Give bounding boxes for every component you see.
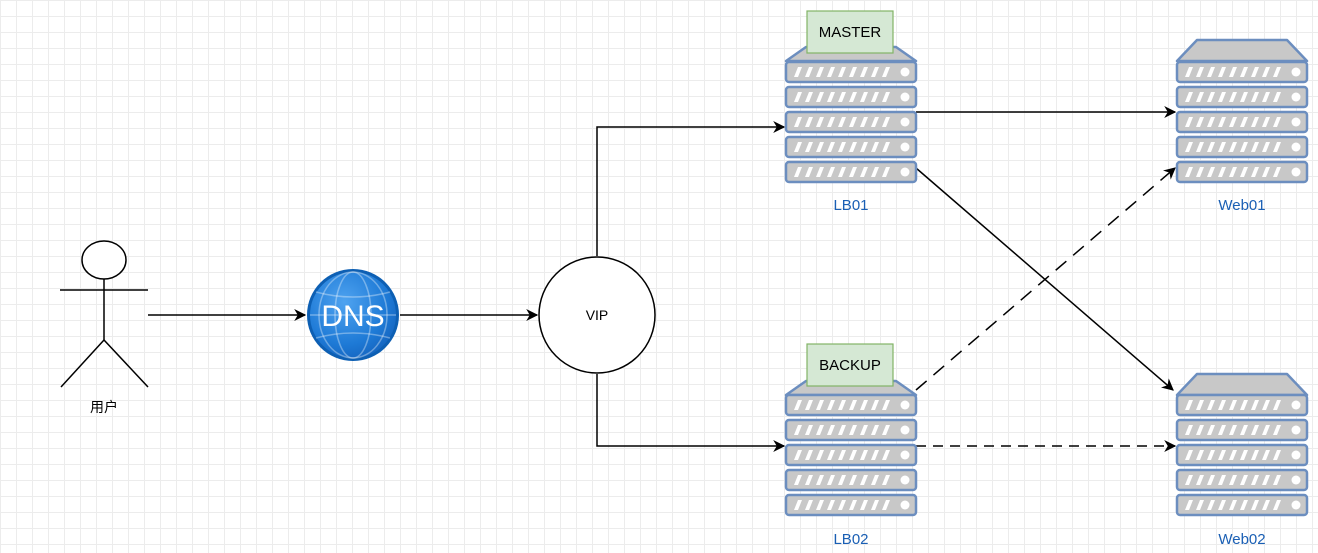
- backup-tag-label: BACKUP: [819, 357, 881, 374]
- vip-node: [538, 256, 656, 374]
- master-tag: [806, 10, 894, 54]
- dns-icon: [307, 269, 399, 361]
- user-actor: [60, 240, 149, 388]
- edge-vip-lb02: [596, 374, 786, 452]
- master-tag-label: MASTER: [819, 24, 882, 41]
- lb01-label: LB01: [833, 197, 868, 214]
- web02-label: Web02: [1218, 531, 1265, 548]
- server-web01-icon: [1175, 38, 1309, 184]
- server-lb02-icon: [784, 379, 918, 517]
- server-web02-icon: [1175, 372, 1309, 517]
- server-lb01-icon: [784, 45, 918, 184]
- dns-label: DNS: [321, 300, 384, 333]
- backup-tag: [806, 343, 894, 387]
- edge-vip-lb01: [596, 121, 786, 256]
- web01-label: Web01: [1218, 197, 1265, 214]
- edge-lb02-web01: [915, 167, 1176, 391]
- user-label: 用户: [90, 399, 118, 416]
- edges: [148, 106, 1177, 452]
- vip-label: VIP: [586, 307, 609, 323]
- user-head: [81, 240, 127, 280]
- lb02-label: LB02: [833, 531, 868, 548]
